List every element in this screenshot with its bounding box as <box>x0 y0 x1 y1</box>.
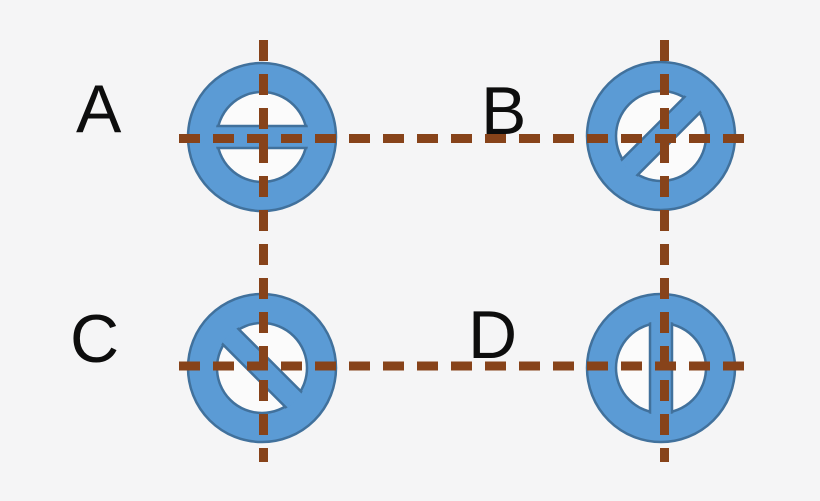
label-c: C <box>70 301 119 377</box>
label-b: B <box>481 73 526 149</box>
label-d: D <box>468 297 517 373</box>
label-a: A <box>76 71 122 147</box>
